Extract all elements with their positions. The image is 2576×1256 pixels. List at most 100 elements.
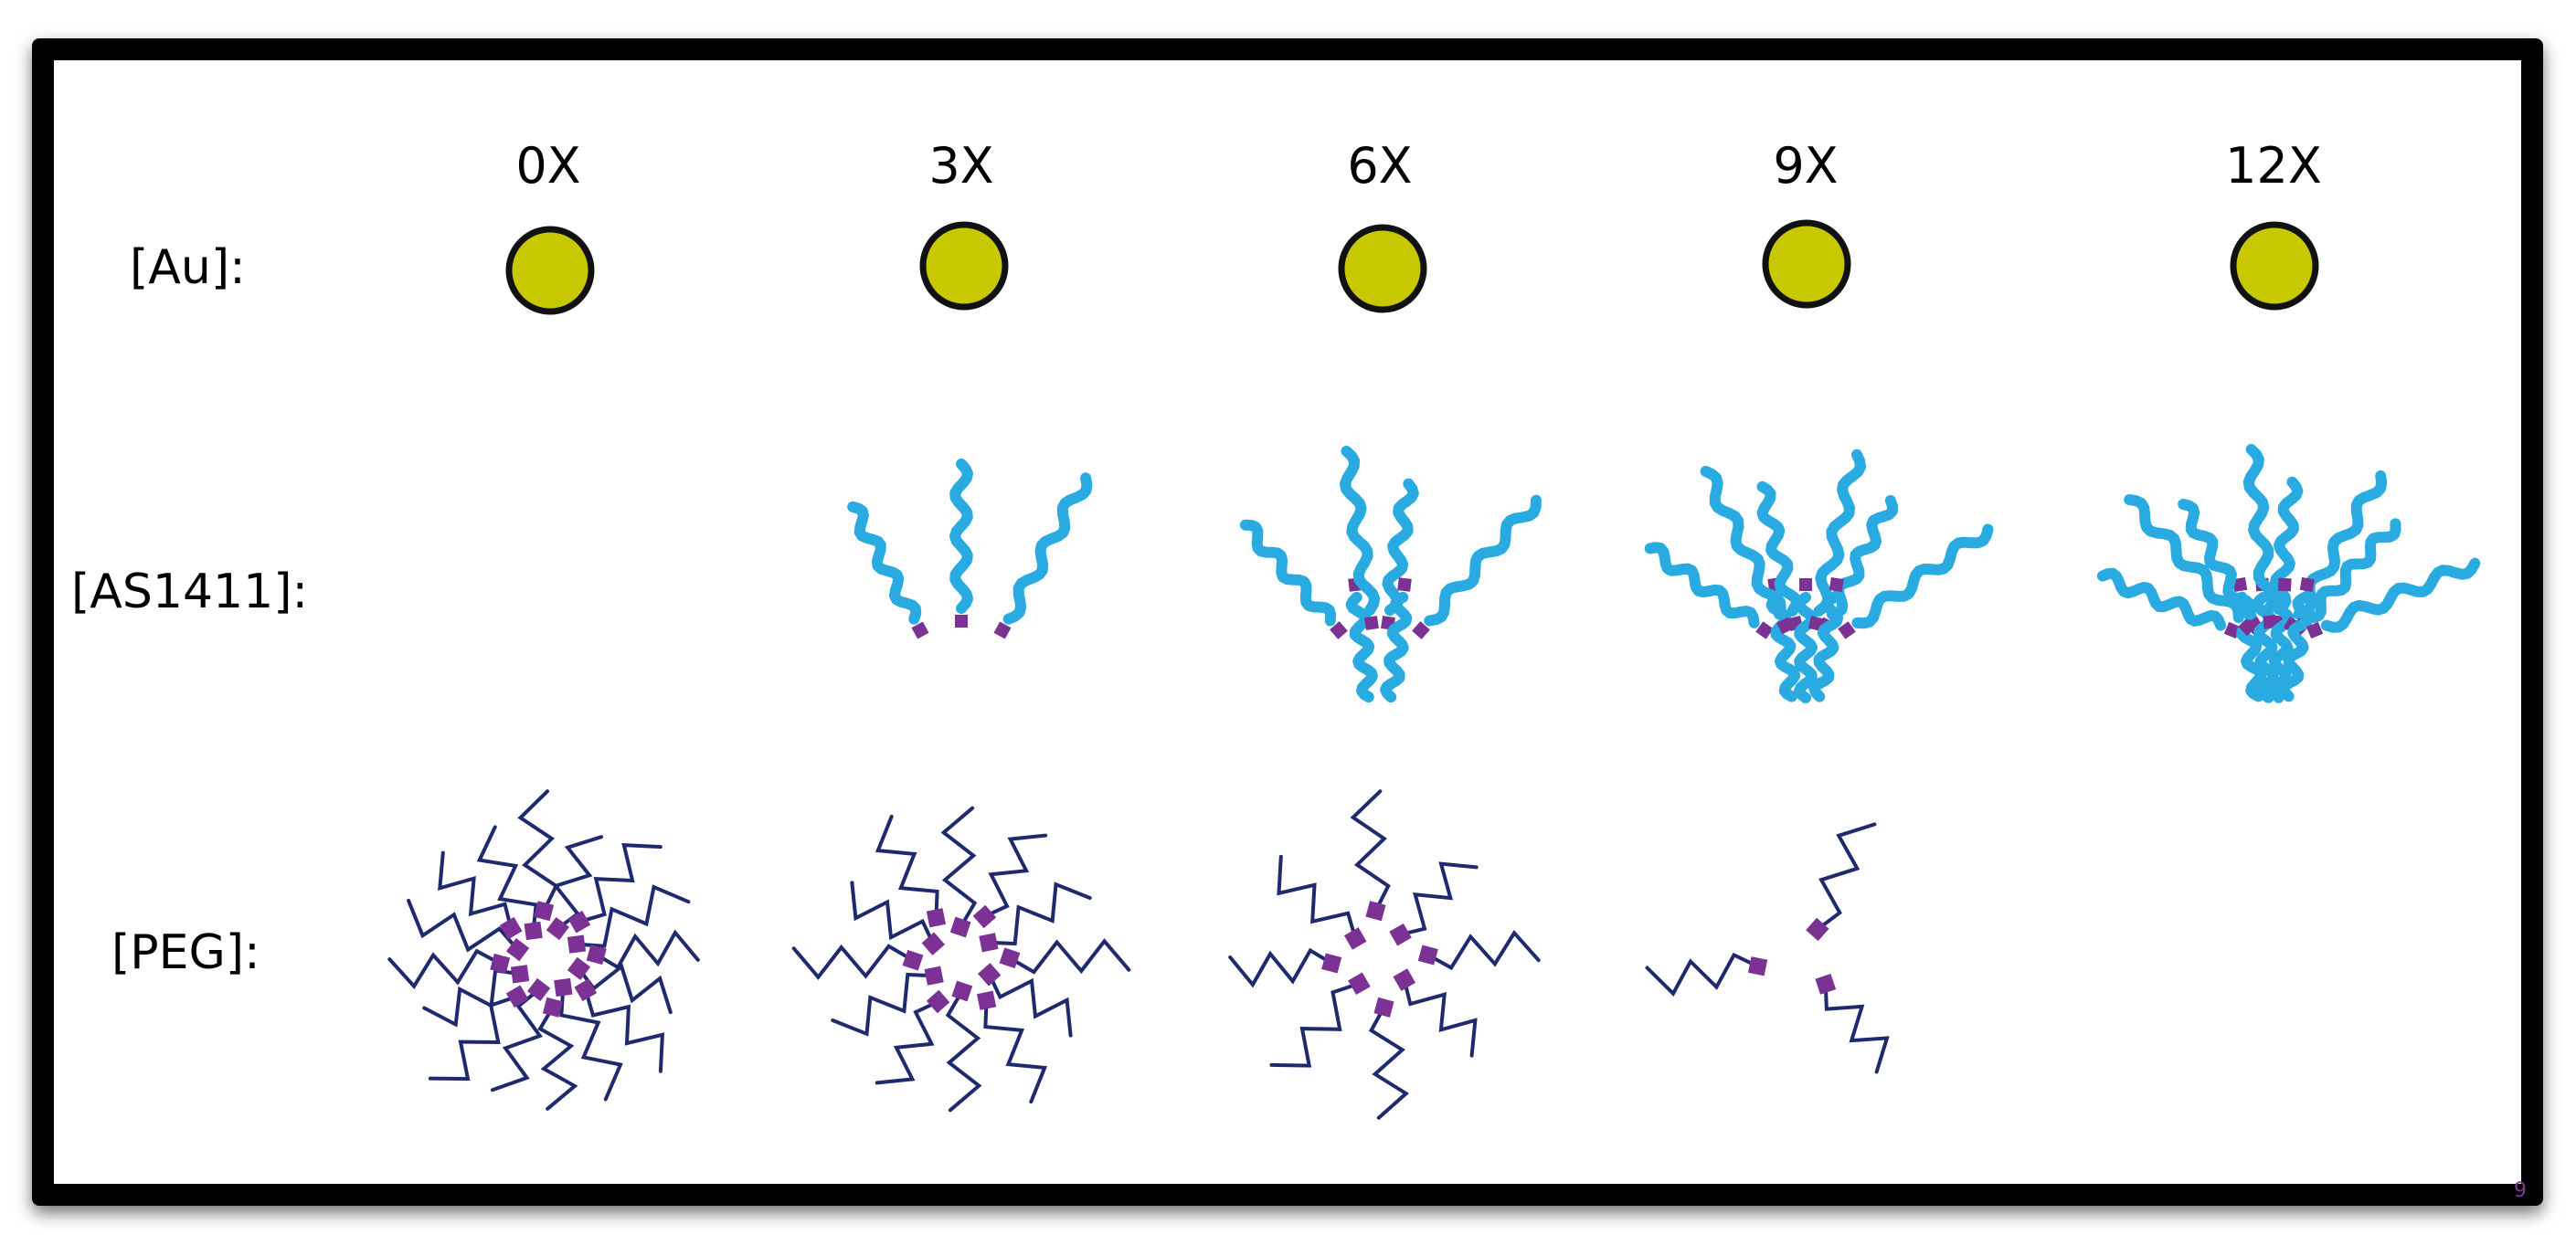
peg-chain-icon <box>976 990 1048 1104</box>
peg-chain-icon <box>1389 861 1479 946</box>
linker-icon <box>921 932 945 955</box>
aptamer-strand-icon <box>2306 557 2481 639</box>
linker-icon <box>2299 576 2315 593</box>
peg-chain-icon <box>407 899 530 962</box>
peg-chain-icon <box>1806 822 1877 942</box>
aptamer-cluster <box>847 459 1093 639</box>
linker-icon <box>955 615 968 628</box>
linker-icon <box>1755 621 1774 639</box>
peg-chain-icon <box>1228 947 1342 988</box>
linker-icon <box>2306 621 2324 639</box>
peg-chain-icon <box>875 989 950 1085</box>
linker-icon <box>527 977 551 1002</box>
peg-chain-icon <box>567 884 691 954</box>
peg-chain-icon <box>1350 789 1391 922</box>
column-label-12x: 12X <box>2225 137 2322 195</box>
column-label-9x: 9X <box>1773 137 1838 195</box>
linker-icon <box>1364 616 1379 630</box>
peg-chain-icon <box>791 944 924 980</box>
aptamer-strand-icon <box>1807 449 1866 631</box>
peg-chain-icon <box>972 833 1048 929</box>
aptamer-strand-icon <box>2277 576 2315 702</box>
linker-icon <box>505 938 530 962</box>
peg-cluster <box>791 806 1131 1113</box>
linker-icon <box>999 947 1021 969</box>
gold-nanoparticle-icon <box>1338 224 1427 313</box>
linker-icon <box>1373 997 1394 1018</box>
column-label-6x: 6X <box>1347 137 1412 195</box>
linker-icon <box>1365 901 1386 922</box>
aptamer-strand-icon <box>847 501 929 639</box>
linker-icon <box>1393 968 1416 991</box>
peg-chain-icon <box>850 881 945 955</box>
aptamer-strand-icon <box>1340 446 1381 630</box>
peg-chain-icon <box>476 825 543 941</box>
linker-icon <box>1417 945 1438 966</box>
peg-chain-icon <box>574 978 665 1073</box>
peg-chain-icon <box>979 881 1092 953</box>
linker-icon <box>924 966 944 986</box>
peg-chain-icon <box>831 966 944 1037</box>
linker-icon <box>567 956 591 980</box>
peg-chain-icon <box>1368 997 1410 1120</box>
aptamer-strand-icon <box>1380 577 1413 703</box>
linker-icon <box>534 901 555 922</box>
linker-icon <box>2232 576 2248 593</box>
peg-chain-icon <box>945 980 982 1113</box>
linker-icon <box>554 977 573 997</box>
peg-chain-icon <box>1645 952 1768 997</box>
aptamer-strand-icon <box>1412 494 1542 639</box>
peg-chain-icon <box>567 842 663 934</box>
linker-icon <box>499 916 523 940</box>
linker-icon <box>993 621 1012 639</box>
linker-icon <box>1343 927 1367 950</box>
linker-icon <box>1838 621 1856 639</box>
peg-chain-icon <box>999 938 1131 975</box>
peg-chain-icon <box>1393 968 1478 1058</box>
linker-icon <box>546 916 569 941</box>
linker-icon <box>490 953 511 974</box>
peg-chain-icon <box>428 985 529 1082</box>
linker-icon <box>1806 917 1829 942</box>
linker-icon <box>1321 953 1342 974</box>
aptamer-row <box>847 444 2481 703</box>
aptamer-strand-icon <box>993 472 1093 639</box>
peg-chain-icon <box>517 789 559 922</box>
linker-icon <box>1815 974 1837 995</box>
peg-chain-icon <box>1277 854 1367 950</box>
peg-chain-icon <box>1417 929 1541 971</box>
row-label-peg: [PEG]: <box>111 925 260 980</box>
linker-icon <box>951 980 973 1002</box>
peg-chain-icon <box>438 850 523 940</box>
linker-icon <box>1747 956 1768 976</box>
gold-nanoparticle-icon <box>505 226 595 315</box>
linker-icon <box>1397 577 1412 592</box>
linker-icon <box>586 945 607 966</box>
linker-icon <box>1412 621 1430 639</box>
aptamer-strand-icon <box>1794 578 1818 703</box>
linker-icon <box>979 933 999 953</box>
peg-cluster <box>1645 822 1890 1074</box>
gold-nanoparticle-icon <box>1762 219 1851 309</box>
page-number: 9 <box>2514 1179 2527 1202</box>
linker-icon <box>911 621 929 639</box>
gold-row <box>505 219 2319 315</box>
aptamer-cluster <box>1239 446 1542 703</box>
linker-icon <box>567 910 591 934</box>
linker-icon <box>574 978 598 1002</box>
peg-chain-icon <box>586 929 700 970</box>
linker-icon <box>510 965 530 984</box>
linker-icon <box>972 904 997 929</box>
linker-icon <box>524 921 543 941</box>
linker-icon <box>949 916 971 938</box>
aptamer-strand-icon <box>1808 577 1844 702</box>
peg-cluster <box>1228 789 1541 1120</box>
aptamer-cluster <box>1644 449 1994 703</box>
row-label-aptamer: [AS1411]: <box>71 565 308 619</box>
peg-chain-icon <box>537 997 578 1111</box>
peg-chain-icon <box>554 977 623 1102</box>
aptamer-strand-icon <box>1239 519 1348 639</box>
linker-icon <box>978 963 1002 987</box>
linker-icon <box>2277 577 2292 592</box>
